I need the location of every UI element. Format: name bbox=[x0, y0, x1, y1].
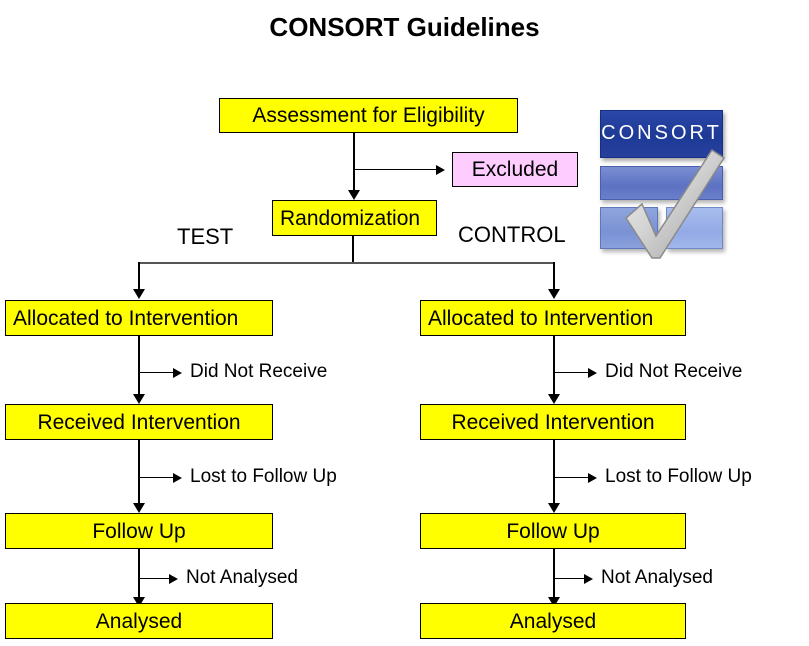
connector-to-excluded bbox=[354, 169, 438, 170]
box-test-received-intervention[interactable]: Received Intervention bbox=[5, 404, 273, 440]
box-randomization[interactable]: Randomization bbox=[272, 200, 437, 236]
box-control-received-intervention[interactable]: Received Intervention bbox=[420, 404, 686, 440]
arm-label-control: CONTROL bbox=[458, 222, 566, 247]
box-label: Analysed bbox=[509, 609, 597, 633]
arrowhead-test-analysed bbox=[133, 597, 145, 607]
arrowhead-test-received bbox=[133, 394, 145, 404]
box-label: Follow Up bbox=[506, 519, 600, 543]
side-label-control-lost-to-follow-up: Lost to Follow Up bbox=[605, 466, 752, 487]
connector-control-not-analysed bbox=[554, 578, 586, 579]
arrowhead-test-arm bbox=[133, 289, 145, 299]
arm-label-test: TEST bbox=[177, 224, 234, 249]
box-control-allocated-to-intervention[interactable]: Allocated to Intervention bbox=[420, 300, 686, 336]
page-title: CONSORT Guidelines bbox=[269, 12, 540, 42]
box-label: Allocated to Intervention bbox=[428, 306, 654, 330]
logo-wordmark: CONSORT bbox=[601, 122, 722, 144]
side-label-test-not-analysed: Not Analysed bbox=[186, 567, 298, 588]
box-test-follow-up[interactable]: Follow Up bbox=[5, 513, 273, 549]
box-label: Randomization bbox=[280, 206, 421, 230]
connector-control-followup-to-analysed bbox=[553, 549, 555, 604]
arrowhead-control-arm bbox=[548, 289, 560, 299]
connector-control-received-to-followup bbox=[553, 440, 555, 510]
connector-test-followup-to-analysed bbox=[138, 549, 140, 604]
connector-test-did-not-receive bbox=[139, 372, 175, 373]
arrowhead-to-excluded bbox=[436, 165, 445, 175]
logo-middle-bar bbox=[600, 166, 723, 200]
arrowhead-test-followup bbox=[133, 503, 145, 513]
connector-test-lost-to-follow-up bbox=[139, 477, 175, 478]
logo-square-left bbox=[600, 207, 658, 249]
box-test-allocated-to-intervention[interactable]: Allocated to Intervention bbox=[5, 300, 273, 336]
connector-branch-horizontal bbox=[138, 262, 555, 264]
connector-control-did-not-receive bbox=[554, 372, 590, 373]
arrowhead-test-did-not-receive bbox=[173, 368, 182, 378]
arrowhead-control-lost-to-follow-up bbox=[588, 473, 597, 483]
box-label: Assessment for Eligibility bbox=[252, 104, 485, 127]
box-label: Analysed bbox=[95, 609, 183, 633]
box-test-analysed[interactable]: Analysed bbox=[5, 603, 273, 639]
arrowhead-control-not-analysed bbox=[584, 574, 593, 584]
box-control-follow-up[interactable]: Follow Up bbox=[420, 513, 686, 549]
connector-test-allocated-to-received bbox=[138, 336, 140, 400]
connector-branch-to-control-arm bbox=[553, 262, 555, 295]
arrowhead-control-followup bbox=[548, 503, 560, 513]
side-label-test-did-not-receive: Did Not Receive bbox=[190, 361, 328, 382]
consort-logo: CONSORT bbox=[600, 110, 733, 262]
arrowhead-to-randomization bbox=[348, 190, 360, 200]
arrowhead-control-received bbox=[548, 394, 560, 404]
box-label: Excluded bbox=[471, 158, 559, 181]
connector-assessment-to-randomization bbox=[353, 133, 355, 195]
box-label: Follow Up bbox=[92, 519, 186, 543]
connector-test-not-analysed bbox=[139, 578, 171, 579]
arrowhead-control-did-not-receive bbox=[588, 368, 597, 378]
arrowhead-test-not-analysed bbox=[169, 574, 178, 584]
side-label-control-not-analysed: Not Analysed bbox=[601, 567, 713, 588]
arrowhead-control-analysed bbox=[548, 597, 560, 607]
side-label-test-lost-to-follow-up: Lost to Follow Up bbox=[190, 466, 337, 487]
logo-top-bar: CONSORT bbox=[600, 110, 723, 158]
box-label: Received Intervention bbox=[37, 410, 241, 434]
connector-control-allocated-to-received bbox=[553, 336, 555, 400]
box-excluded[interactable]: Excluded bbox=[452, 152, 578, 187]
logo-square-right bbox=[666, 207, 723, 249]
connector-branch-to-test-arm bbox=[138, 262, 140, 295]
connector-control-lost-to-follow-up bbox=[554, 477, 590, 478]
arrowhead-test-lost-to-follow-up bbox=[173, 473, 182, 483]
box-control-analysed[interactable]: Analysed bbox=[420, 603, 686, 639]
connector-test-received-to-followup bbox=[138, 440, 140, 510]
connector-randomization-trunk bbox=[352, 236, 354, 263]
box-assessment-for-eligibility[interactable]: Assessment for Eligibility bbox=[219, 98, 518, 133]
box-label: Allocated to Intervention bbox=[13, 306, 239, 330]
side-label-control-did-not-receive: Did Not Receive bbox=[605, 361, 743, 382]
box-label: Received Intervention bbox=[451, 410, 655, 434]
